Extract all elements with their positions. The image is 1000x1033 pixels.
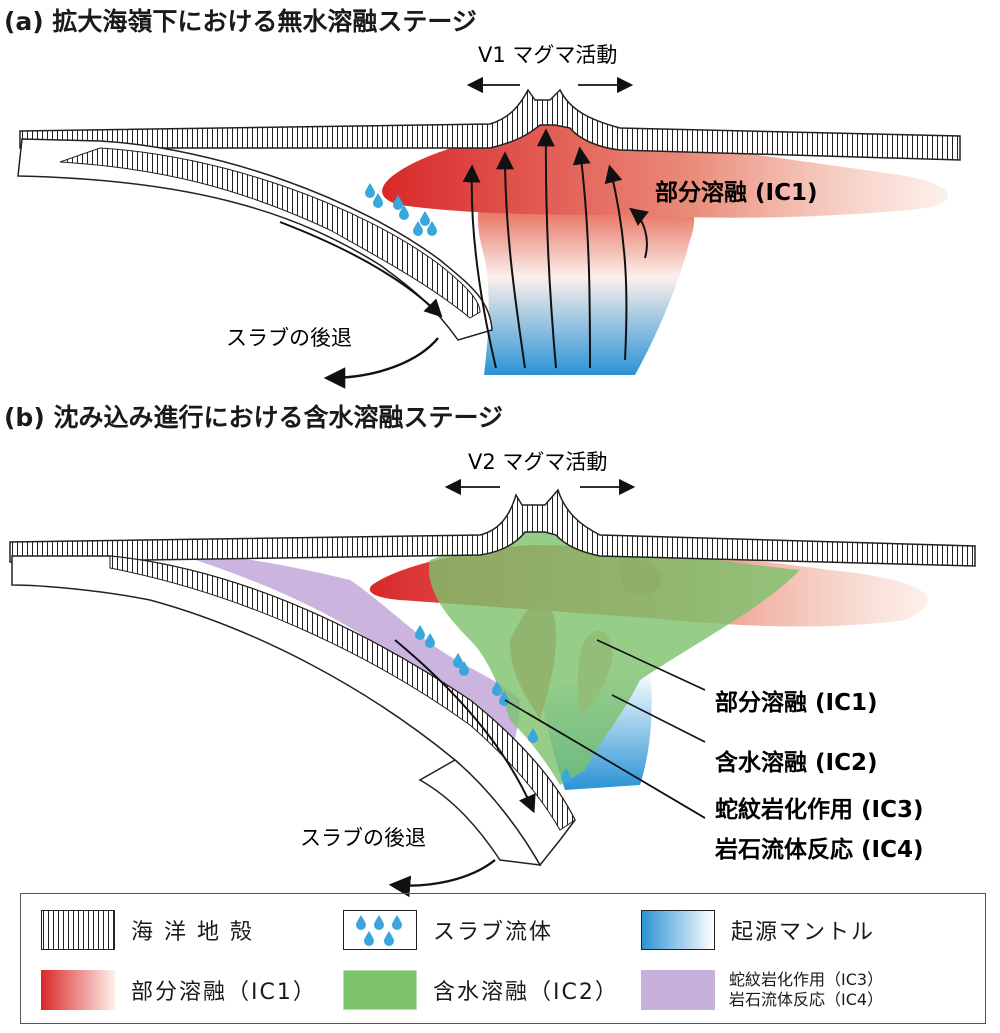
legend-serpentinite: 蛇紋岩化作用（IC3） 岩石流体反応（IC4）	[641, 970, 883, 1010]
rollback-label-b: スラブの後退	[300, 826, 426, 850]
callout-hydrous-melting: 含水溶融 (IC2)	[715, 749, 877, 776]
overriding-crust-a	[19, 88, 961, 161]
volcanism-label-b: V2 マグマ活動	[468, 450, 607, 474]
legend: 海 洋 地 殻 スラブ流体 起源マントル 部分溶融（IC1） 含水溶融（IC2）…	[20, 893, 986, 1024]
partial-melt-lobe	[382, 120, 949, 218]
partial-melting-swatch	[41, 970, 115, 1010]
legend-label-rock-fluid-reaction: 岩石流体反応（IC4）	[729, 990, 884, 1009]
callout-leaders	[504, 639, 706, 819]
panel-b-title: (b) 沈み込み進行における含水溶融ステージ	[4, 403, 503, 432]
legend-slab-fluid: スラブ流体	[343, 910, 553, 950]
legend-label-serpentinization: 蛇紋岩化作用（IC3）	[729, 970, 884, 989]
legend-label-hydrous-melting: 含水溶融（IC2）	[433, 980, 619, 1005]
callout-rock-fluid-reaction: 岩石流体反応 (IC4)	[714, 836, 923, 863]
serpentinite-swatch	[641, 970, 715, 1010]
hydrous-melt-zone	[429, 525, 800, 785]
rollback-label-a: スラブの後退	[226, 326, 352, 350]
hydrous-melting-swatch	[343, 970, 417, 1010]
slab-fluid-swatch	[343, 910, 417, 950]
volcanism-label-a: V1 マグマ活動	[478, 43, 617, 67]
oceanic-crust-swatch	[41, 910, 115, 950]
legend-partial-melting: 部分溶融（IC1）	[41, 970, 317, 1010]
legend-oceanic-crust: 海 洋 地 殻	[41, 910, 254, 950]
legend-label-partial-melting: 部分溶融（IC1）	[131, 980, 317, 1005]
mantle-flow-lines	[462, 128, 628, 369]
source-mantle-swatch	[641, 910, 715, 950]
callout-partial-melting: 部分溶融 (IC1)	[715, 689, 877, 716]
panel-b-diagram: V2 マグマ活動 部分溶融 (IC1) 含水溶融 (IC2) 蛇紋岩化作用 (I…	[9, 450, 976, 898]
panel-a-diagram: V1 マグマ活動 部分溶融 (IC1) スラブの後退	[17, 43, 961, 389]
legend-label-slab-fluid: スラブ流体	[433, 920, 554, 945]
legend-label-source-mantle: 起源マントル	[731, 920, 876, 945]
melt-label-a: 部分溶融 (IC1)	[655, 179, 817, 206]
panel-a-title: (a) 拡大海嶺下における無水溶融ステージ	[4, 7, 477, 36]
overriding-crust-b	[9, 488, 976, 567]
callout-serpentinization: 蛇紋岩化作用 (IC3)	[715, 796, 923, 823]
legend-source-mantle: 起源マントル	[641, 910, 875, 950]
legend-hydrous-melting: 含水溶融（IC2）	[343, 970, 619, 1010]
legend-label-oceanic-crust: 海 洋 地 殻	[131, 920, 254, 945]
